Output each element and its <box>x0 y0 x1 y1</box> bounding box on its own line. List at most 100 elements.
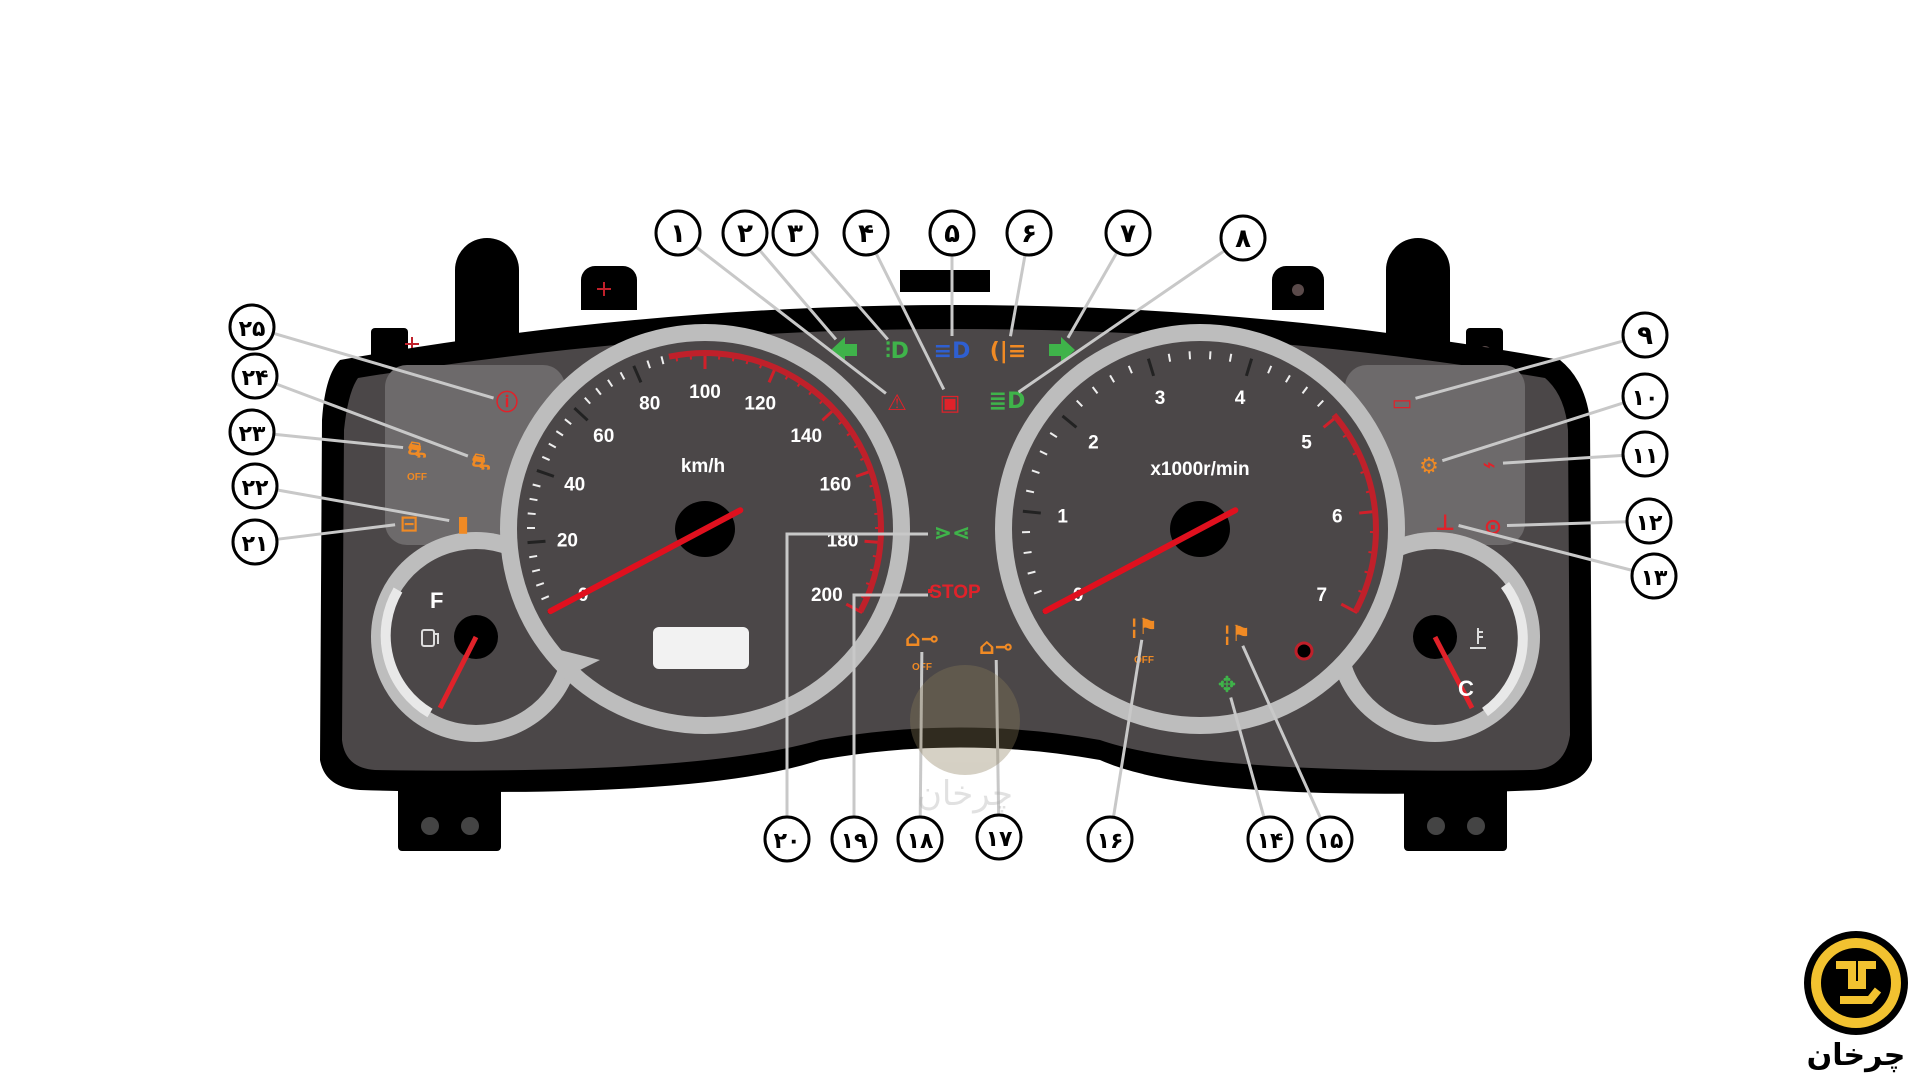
speedometer-tick-label: 200 <box>811 585 843 606</box>
position-light-icon: ⋗⋖ <box>934 521 971 546</box>
tachometer-redline-arc <box>1331 412 1379 614</box>
front-fog-light-icon: ⫶D <box>885 339 909 364</box>
callout-circle <box>928 209 976 257</box>
tachometer-tick-label: 5 <box>1301 432 1312 453</box>
leader-line <box>1229 697 1266 819</box>
callout-9: ۹ <box>1621 311 1669 359</box>
callout-2: ۲ <box>721 209 769 257</box>
callout-number: ۱۰ <box>1632 386 1659 411</box>
tachometer-tick-mark <box>1167 353 1172 362</box>
callout-number: ۱۶ <box>1097 829 1124 854</box>
logo-text: چرخان <box>1807 1038 1906 1073</box>
speedometer-redline-arc <box>668 350 884 614</box>
speedometer-tick-mark <box>529 497 538 502</box>
tachometer-tick-mark <box>1033 589 1042 595</box>
callout-number: ۲ <box>737 219 753 249</box>
callout-circle <box>1630 552 1678 600</box>
speedometer-needle <box>547 507 744 615</box>
door-open-icon: ▣ <box>940 391 961 416</box>
tachometer-tick-mark <box>1146 358 1156 377</box>
tachometer-tick-mark <box>1022 509 1041 515</box>
callout-number: ۲۱ <box>242 532 269 557</box>
callout-circle <box>1219 214 1267 262</box>
collision-warning-off-icon: ⌂⊸ <box>905 627 939 652</box>
leader-line <box>276 488 450 523</box>
fuel-pump-icon <box>421 629 439 647</box>
callout-19: ۱۹ <box>830 815 878 863</box>
tachometer-tick-mark <box>1031 469 1040 475</box>
callout-24: ۲۴ <box>231 352 279 400</box>
tachometer-tick-mark <box>1049 432 1058 439</box>
speedometer-tick-mark <box>527 512 536 516</box>
callout-number: ۵ <box>944 219 960 249</box>
watermark-text: چرخان <box>917 774 1013 814</box>
lane-departure-icon: ¦⚑ <box>1223 622 1251 647</box>
tachometer-tick-label: 3 <box>1155 388 1166 409</box>
callout-25: ۲۵ <box>228 303 276 351</box>
speedometer-tick-mark <box>660 356 665 365</box>
callout-13: ۱۳ <box>1630 552 1678 600</box>
speedometer-tick-label: 60 <box>593 426 614 447</box>
collision-warning-icon: ⌂⊸ <box>979 635 1013 660</box>
callout-number: ۲۰ <box>774 829 801 854</box>
battery-icon: ▭ <box>1392 391 1413 416</box>
callout-23: ۲۳ <box>228 408 276 456</box>
callout-circle <box>842 209 890 257</box>
speedometer-tick-mark <box>531 568 541 573</box>
callout-21: ۲۱ <box>231 518 279 566</box>
tachometer-tick-mark <box>1076 399 1083 408</box>
callout-22: ۲۲ <box>231 462 279 510</box>
callout-number: ۸ <box>1235 224 1251 254</box>
leader-line <box>275 382 469 458</box>
leader-line <box>1241 645 1323 820</box>
tachometer-needle <box>1042 507 1239 615</box>
callout-15: ۱۵ <box>1306 815 1354 863</box>
callout-18: ۱۸ <box>896 815 944 863</box>
speedometer-tick-mark <box>632 365 643 383</box>
stability-control-off-icon: ⛐ <box>408 438 427 463</box>
leader-line <box>1008 254 1027 337</box>
callout-number: ۲۵ <box>239 317 266 342</box>
callout-10: ۱۰ <box>1621 372 1669 420</box>
callout-number: ۱۸ <box>907 829 934 854</box>
speedometer-tick-mark <box>573 406 589 422</box>
off-text-23: OFF <box>407 472 427 483</box>
speedometer-tick-label: 20 <box>557 531 578 552</box>
callout-16: ۱۶ <box>1086 815 1134 863</box>
tachometer-tick-mark <box>1027 570 1036 575</box>
tachometer-tick-mark <box>1301 386 1309 394</box>
speedometer-tick-label: 180 <box>827 531 859 552</box>
callout-circle <box>1621 311 1669 359</box>
leader-line <box>272 331 494 400</box>
tachometer-tick-label: 2 <box>1088 432 1099 453</box>
tachometer-tick-mark <box>1244 358 1254 377</box>
speedometer-tick-mark <box>527 539 546 545</box>
leader-line <box>1441 401 1625 463</box>
speedometer-tick-mark <box>541 455 551 461</box>
callout-number: ۱۲ <box>1636 511 1663 536</box>
callout-3: ۳ <box>771 209 819 257</box>
speedometer-tick-mark <box>548 442 557 449</box>
leader-line <box>808 248 889 341</box>
callout-circle <box>1625 497 1673 545</box>
callout-circle <box>975 813 1023 861</box>
leader-line <box>1017 249 1226 394</box>
leader-line <box>276 523 396 541</box>
tachometer-tick-mark <box>1317 399 1324 408</box>
callout-number: ۲۲ <box>242 476 269 501</box>
watermark: چرخان <box>910 665 1020 814</box>
callout-circle <box>771 209 819 257</box>
callout-number: ۳ <box>787 219 803 249</box>
callout-5: ۵ <box>928 209 976 257</box>
speedometer-tick-label: 100 <box>689 382 721 403</box>
leader-line <box>1415 339 1625 400</box>
tachometer-tick-label: 7 <box>1317 585 1328 606</box>
callout-circle <box>763 815 811 863</box>
sensor-dot <box>1294 641 1314 661</box>
callout-circle <box>231 352 279 400</box>
rpm-unit-label: x1000r/min <box>1150 459 1249 480</box>
transmission-icon: ⊟ <box>400 512 418 537</box>
callout-circle <box>1306 815 1354 863</box>
leader-line <box>273 432 404 450</box>
